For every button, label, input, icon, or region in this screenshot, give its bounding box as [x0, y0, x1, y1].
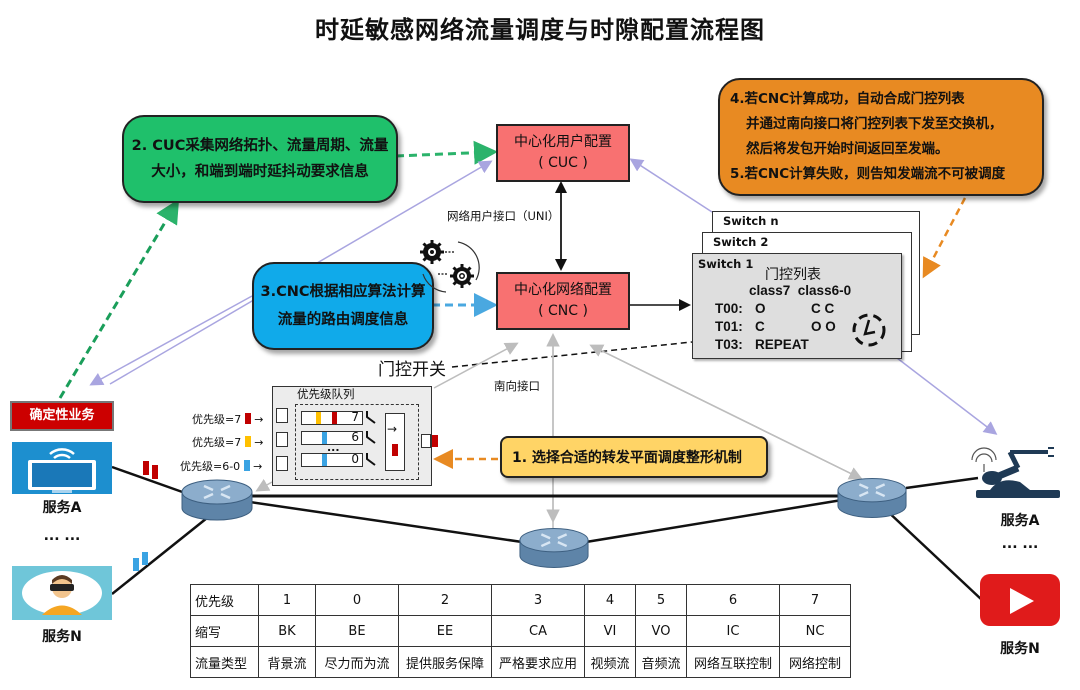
cuc-name: 中心化用户配置 [514, 134, 612, 150]
step5-line: 5.若CNC计算失败，则告知发端流不可被调度 [730, 166, 1006, 182]
left-service-n-label: 服务N [42, 629, 82, 645]
step2-callout: 2. CUC采集网络拓扑、流量周期、流量 大小，和端到端时延抖动要求信息 [122, 115, 398, 203]
arrow-badge-to-step2 [58, 198, 180, 399]
input-port [276, 432, 288, 447]
router-icon [837, 478, 907, 518]
step4-line3: 然后将发包开始时间返回至发端。 [746, 141, 949, 157]
vr-user-icon [12, 566, 112, 620]
robot-arm-icon [971, 447, 1060, 498]
packet-blue-2 [142, 552, 148, 565]
cnc-node: 中心化网络配置 ( CNC ) [496, 272, 630, 330]
arrow-cnc-to-service [89, 295, 253, 386]
step1-callout: 1. 选择合适的转发平面调度整形机制 [500, 436, 768, 478]
step4-line2: 并通过南向接口将门控列表下发至交换机， [746, 116, 1003, 132]
packet-blue-1 [133, 558, 139, 571]
input-label-0: 优先级=7 → [192, 413, 264, 426]
switch-1-label: Switch 1 [698, 257, 754, 271]
right-service-dots: ... ... [1001, 536, 1039, 552]
gate-switch-label: 门控开关 [378, 360, 446, 380]
packet-red-2 [152, 465, 158, 479]
table-row-type: 流量类型 背景流 尽力而为流 提供服务保障 严格要求应用 视频流 音频流 网络互… [190, 646, 851, 678]
gcl-row-2: T03:REPEAT [715, 337, 809, 352]
cuc-node: 中心化用户配置 ( CUC ) [496, 124, 630, 182]
cnc-abbr: ( CNC ) [538, 303, 588, 319]
table-row-abbr: 缩写 BK BE EE CA VI VO IC NC [190, 615, 851, 647]
right-service-n-label: 服务N [1000, 641, 1040, 657]
step2-line2: 大小，和端到端时延抖动要求信息 [151, 164, 369, 180]
clock-icon [852, 313, 886, 347]
output-packet [432, 435, 438, 447]
switch-2-label: Switch 2 [713, 235, 769, 249]
step45-callout: 4.若CNC计算成功，自动合成门控列表 并通过南向接口将门控列表下发至交换机， … [718, 78, 1044, 196]
step4-line1: 4.若CNC计算成功，自动合成门控列表 [730, 91, 965, 107]
output-port [421, 434, 431, 448]
link-router1-router2 [249, 500, 523, 544]
queue-7: 7 [301, 410, 363, 425]
input-label-2: 优先级=6-0 → [180, 460, 263, 473]
southbound-label: 南向接口 [494, 379, 540, 393]
deterministic-service-badge: 确定性业务 [10, 401, 114, 431]
input-label-1: 优先级=7 → [192, 436, 264, 449]
right-service-a-label: 服务A [1000, 513, 1040, 529]
arrow-switch-to-cuc [629, 158, 713, 213]
step2-line1: 2. CUC采集网络拓扑、流量周期、流量 [131, 138, 389, 154]
router-icon [519, 528, 589, 568]
table-row-priority: 优先级 1 0 2 3 4 5 6 7 [190, 584, 851, 616]
cnc-name: 中心化网络配置 [514, 282, 612, 298]
step3-line2: 流量的路由调度信息 [277, 312, 409, 328]
switch-n-label: Switch n [723, 214, 779, 228]
transmission-selector: → [385, 413, 405, 471]
step1-text: 1. 选择合适的转发平面调度整形机制 [512, 450, 742, 466]
gate-switch-line [451, 341, 693, 368]
cuc-abbr: ( CUC ) [538, 155, 588, 171]
queue-ellipsis: ... [327, 441, 340, 454]
link-svcA-router1 [111, 465, 189, 496]
queue-0: 0 [301, 452, 363, 467]
laptop-wifi-icon [12, 442, 112, 494]
gcl-header: class7 class6-0 [749, 283, 852, 298]
link-router2-router3 [585, 498, 843, 544]
priority-queue-box: 优先级队列 7 6 ... 0 → [272, 386, 432, 486]
link-router3-robot [905, 476, 979, 490]
arrow-step2-to-cuc [395, 140, 498, 165]
packet-red-1 [143, 461, 149, 475]
input-port [276, 408, 288, 423]
step3-callout: 3.CNC根据相应算法计算 流量的路由调度信息 [252, 262, 434, 350]
router-icon [181, 479, 253, 521]
uni-label: 网络用户接口（UNI） [447, 209, 560, 223]
left-service-a-label: 服务A [42, 500, 82, 516]
gcl-title: 门控列表 [765, 267, 821, 283]
gate-switch-icons [366, 411, 376, 466]
queue-title: 优先级队列 [297, 387, 355, 401]
priority-table: 优先级 1 0 2 3 4 5 6 7 缩写 BK BE EE CA VI VO… [190, 584, 851, 678]
gears-icon [420, 240, 480, 293]
left-service-dots: ... ... [43, 528, 81, 544]
arrow-step45-to-switch [922, 197, 967, 279]
video-play-icon [980, 574, 1060, 626]
queue-6: 6 [301, 430, 363, 445]
queue-group [295, 404, 419, 480]
page-title: 时延敏感网络流量调度与时隙配置流程图 [315, 16, 765, 44]
step3-line1: 3.CNC根据相应算法计算 [260, 284, 426, 300]
input-port [276, 456, 288, 471]
link-router3-youtube [883, 507, 983, 601]
arrow-switch-to-robot [896, 357, 998, 435]
southbound-arrow-1 [433, 342, 519, 389]
link-svcN-router1 [111, 513, 213, 595]
